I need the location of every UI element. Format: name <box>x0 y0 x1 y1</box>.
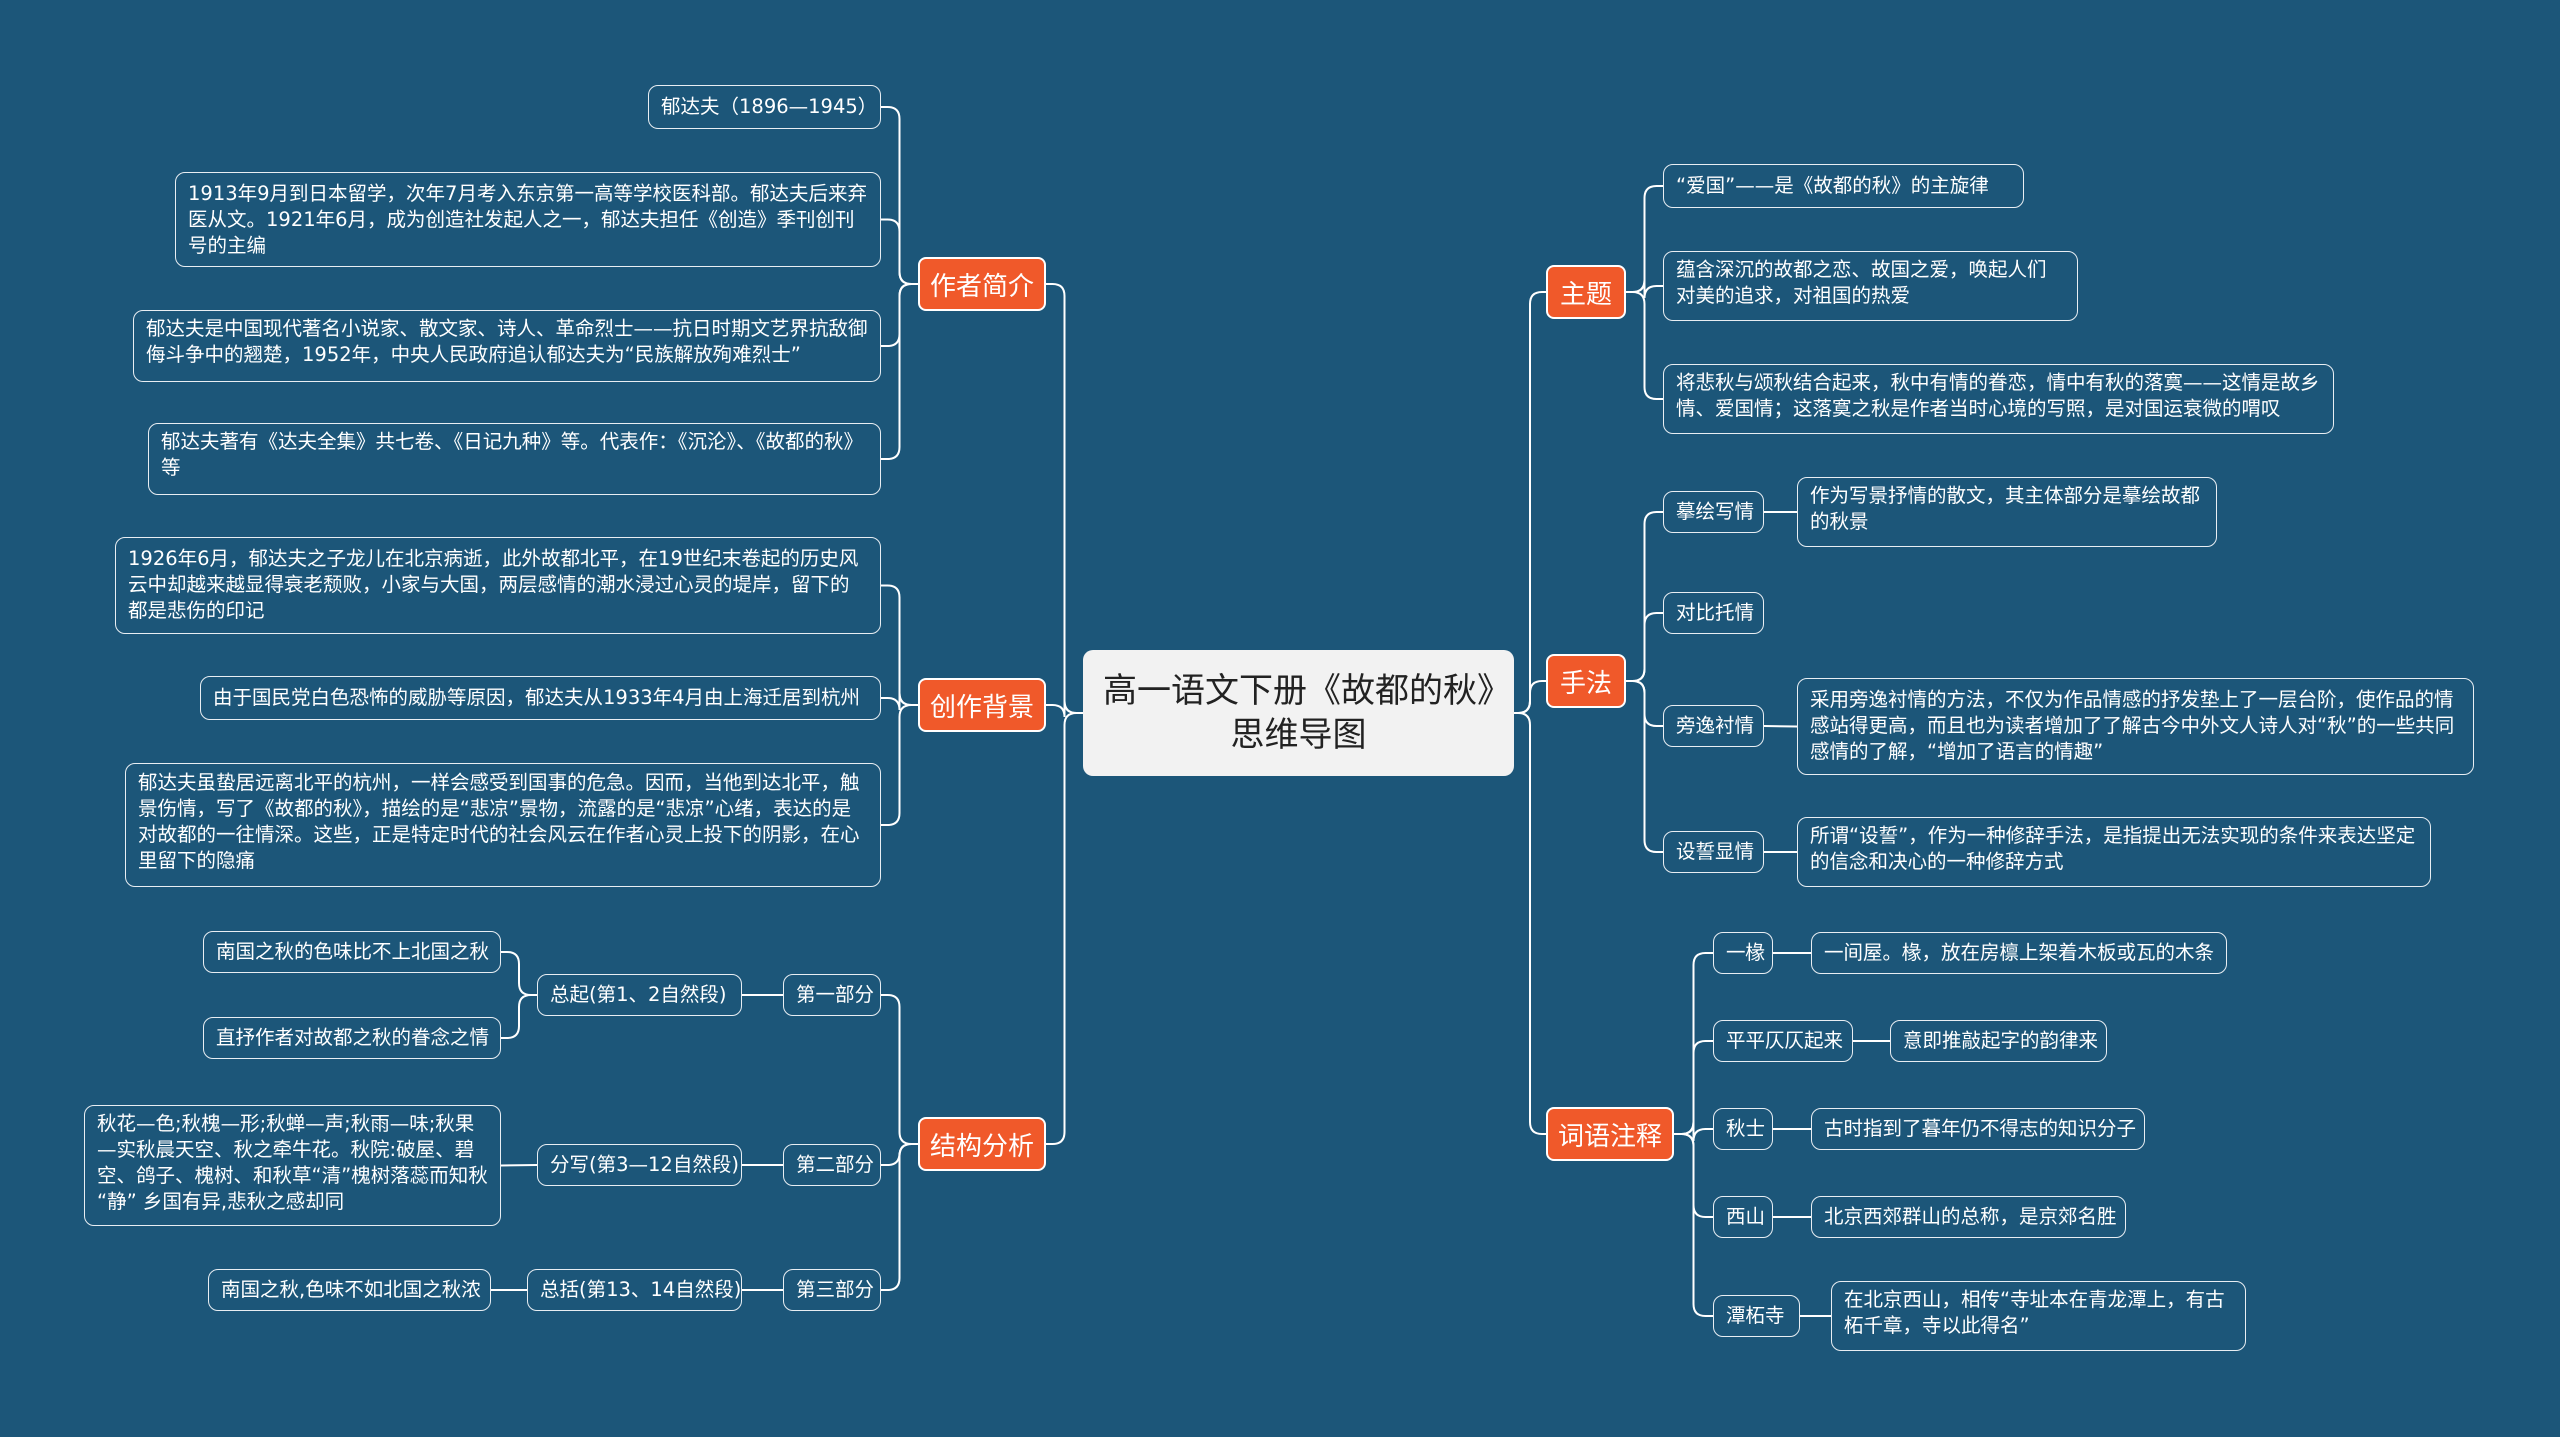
structure-part-3-leaf-1[interactable]: 南国之秋,色味不如北国之秋浓 <box>208 1269 491 1311</box>
vocab-3[interactable]: 秋士 <box>1713 1108 1773 1150</box>
structure-part-1-sub[interactable]: 总起(第1、2自然段) <box>537 974 742 1016</box>
author-item-1[interactable]: 郁达夫（1896—1945） <box>648 85 881 129</box>
vocab-2[interactable]: 平平仄仄起来 <box>1713 1020 1853 1062</box>
branch-technique[interactable]: 手法 <box>1546 654 1626 708</box>
author-item-2[interactable]: 1913年9月到日本留学，次年7月考入东京第一高等学校医科部。郁达夫后来弃医从文… <box>175 172 881 267</box>
vocab-5[interactable]: 潭柘寺 <box>1713 1295 1800 1337</box>
technique-3[interactable]: 旁逸衬情 <box>1663 705 1764 747</box>
branch-theme[interactable]: 主题 <box>1546 265 1626 319</box>
structure-part-1-leaf-1[interactable]: 南国之秋的色味比不上北国之秋 <box>203 931 501 973</box>
background-item-3[interactable]: 郁达夫虽蛰居远离北平的杭州，一样会感受到国事的危急。因而，当他到达北平，触景伤情… <box>125 763 881 887</box>
structure-part-2[interactable]: 第二部分 <box>783 1144 881 1186</box>
vocab-4[interactable]: 西山 <box>1713 1196 1773 1238</box>
vocab-2-desc[interactable]: 意即推敲起字的韵律来 <box>1890 1020 2107 1062</box>
vocab-3-desc[interactable]: 古时指到了暮年仍不得志的知识分子 <box>1811 1108 2145 1150</box>
structure-part-1-leaf-2[interactable]: 直抒作者对故都之秋的眷念之情 <box>203 1017 501 1059</box>
vocab-5-desc[interactable]: 在北京西山，相传“寺址本在青龙潭上，有古柘千章，寺以此得名” <box>1831 1281 2246 1351</box>
technique-3-desc[interactable]: 采用旁逸衬情的方法，不仅为作品情感的抒发垫上了一层台阶，使作品的情感站得更高，而… <box>1797 678 2474 775</box>
structure-part-2-sub[interactable]: 分写(第3—12自然段) <box>537 1144 742 1186</box>
theme-item-1[interactable]: “爱国”——是《故都的秋》的主旋律 <box>1663 164 2024 208</box>
background-item-1[interactable]: 1926年6月，郁达夫之子龙儿在北京病逝，此外故都北平，在19世纪末卷起的历史风… <box>115 537 881 634</box>
structure-part-1[interactable]: 第一部分 <box>783 974 881 1016</box>
author-item-3[interactable]: 郁达夫是中国现代著名小说家、散文家、诗人、革命烈士——抗日时期文艺界抗敌御侮斗争… <box>133 310 881 382</box>
structure-part-3[interactable]: 第三部分 <box>783 1269 881 1311</box>
vocab-1-desc[interactable]: 一间屋。椽，放在房檩上架着木板或瓦的木条 <box>1811 932 2227 974</box>
author-item-4[interactable]: 郁达夫著有《达夫全集》共七卷、《日记九种》等。代表作：《沉沦》、《故都的秋》等 <box>148 423 881 495</box>
branch-vocab[interactable]: 词语注释 <box>1546 1107 1674 1161</box>
structure-part-2-leaf-1[interactable]: 秋花—色;秋槐—形;秋蝉—声;秋雨—味;秋果—实秋晨天空、秋之牵牛花。秋院:破屋… <box>84 1105 501 1226</box>
branch-author[interactable]: 作者简介 <box>918 257 1046 311</box>
theme-item-3[interactable]: 将悲秋与颂秋结合起来，秋中有情的眷恋，情中有秋的落寞——这情是故乡情、爱国情；这… <box>1663 364 2334 434</box>
technique-2[interactable]: 对比托情 <box>1663 592 1764 634</box>
root-topic[interactable]: 高一语文下册《故都的秋》思维导图 <box>1083 650 1514 776</box>
branch-structure[interactable]: 结构分析 <box>918 1117 1046 1171</box>
theme-item-2[interactable]: 蕴含深沉的故都之恋、故国之爱，唤起人们对美的追求，对祖国的热爱 <box>1663 251 2078 321</box>
structure-part-3-sub[interactable]: 总括(第13、14自然段) <box>527 1269 742 1311</box>
technique-1[interactable]: 摹绘写情 <box>1663 491 1764 533</box>
vocab-1[interactable]: 一椽 <box>1713 932 1773 974</box>
technique-1-desc[interactable]: 作为写景抒情的散文，其主体部分是摹绘故都的秋景 <box>1797 477 2217 547</box>
background-item-2[interactable]: 由于国民党白色恐怖的威胁等原因，郁达夫从1933年4月由上海迁居到杭州 <box>200 676 881 720</box>
technique-4[interactable]: 设誓显情 <box>1663 831 1764 873</box>
technique-4-desc[interactable]: 所谓“设誓”，作为一种修辞手法，是指提出无法实现的条件来表达坚定的信念和决心的一… <box>1797 817 2431 887</box>
branch-background[interactable]: 创作背景 <box>918 678 1046 732</box>
vocab-4-desc[interactable]: 北京西郊群山的总称，是京郊名胜 <box>1811 1196 2126 1238</box>
